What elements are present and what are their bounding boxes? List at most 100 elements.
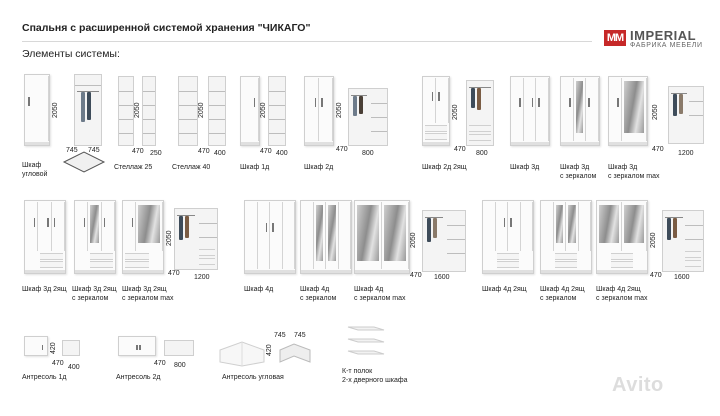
width-dim-2: 250 [150,150,162,157]
item-corner-wardrobe[interactable]: 2050 745 745 Шкаф угловой [22,74,107,184]
item-label-2: с зеркалом max [122,295,174,302]
divider [22,41,592,42]
item-label: Шкаф 2д 2ящ [422,164,467,171]
item-label: Стеллаж 40 [172,164,211,171]
item-label: Шкаф 4д [300,286,330,293]
item-wardrobe-3d-2drawers[interactable]: Шкаф 3д 2ящ [22,200,72,310]
item-label: Шкаф 3д [608,164,638,171]
item-label: Шкаф 3д [560,164,590,171]
wardrobe-2d2-front [422,76,450,146]
item-label-2: угловой [22,171,48,178]
brand-tagline: ФАБРИКА МЕБЕЛИ [630,42,703,49]
section-subtitle: Элементы системы: [22,48,120,60]
height-dim: 2050 [260,102,267,118]
item-label: К-т полок [342,368,373,375]
avito-watermark: Avito [612,374,664,396]
height-dim: 2050 [410,232,417,248]
item-label: Шкаф [22,162,42,169]
width-dim-2: 1600 [434,274,450,281]
width-dim-2: 800 [174,362,186,369]
item-wardrobe-3d[interactable]: Шкаф 3д [508,76,556,176]
wardrobe-2d-front [304,76,334,146]
item-label: Шкаф 3д [510,164,540,171]
item-wardrobe-3d-2drawers-mirror[interactable]: Шкаф 3д 2ящ с зеркалом [72,200,122,310]
page-title: Спальня с расширенной системой хранения … [22,22,311,34]
item-wardrobe-4d-2drawers[interactable]: Шкаф 4д 2ящ [482,200,538,300]
width-dim-2: 745 [88,147,100,154]
item-wardrobe-4d-2drawers-mirror-max[interactable]: 2050 470 1600 Шкаф 4д 2ящ с зеркалом max [596,200,712,310]
width-dim-1: 470 [260,148,272,155]
item-mezzanine-2d[interactable]: 470 800 Антресоль 2д [116,334,216,386]
item-label-2: с зеркалом max [354,295,406,302]
width-dim-1: 470 [650,272,662,279]
item-label: Шкаф 1д [240,164,270,171]
item-mezzanine-1d[interactable]: 420 470 400 Антресоль 1д [22,336,92,386]
mezzanine-corner-box-icon [219,341,265,367]
width-dim-2: 800 [476,150,488,157]
wardrobe-2d-interior [348,88,388,146]
item-shelf-25[interactable]: 2050 470 250 Стеллаж 25 [114,76,174,176]
width-dim-1: 470 [52,360,64,367]
height-dim: 2050 [52,102,59,118]
wardrobe-3d-max-interior [668,86,704,144]
item-label: Антресоль 2д [116,374,161,381]
wardrobe-4d-mirror-front [300,200,352,274]
mezzanine-1d-open [62,340,80,356]
shelf-40-side [208,76,226,146]
item-wardrobe-1d[interactable]: 2050 470 400 Шкаф 1д [238,76,294,176]
item-wardrobe-4d-mirror-max[interactable]: 2050 470 1600 Шкаф 4д с зеркалом max [354,200,474,310]
item-wardrobe-2d[interactable]: 2050 470 800 Шкаф 2д [302,76,414,176]
width-dim-2: 1200 [678,150,694,157]
mezzanine-2d-open [164,340,194,356]
wardrobe-4d2-front [482,200,534,274]
wardrobe-1d-front [240,76,260,146]
wardrobe-1d-interior [268,76,286,146]
height-dim: 420 [50,342,57,354]
item-label: Шкаф 4д 2ящ [540,286,585,293]
item-wardrobe-3d-mirror-max[interactable]: 2050 470 1200 Шкаф 3д с зеркалом max [608,76,710,186]
wardrobe-4d2-max-front [596,200,648,274]
item-mezzanine-corner[interactable]: 745 745 420 Антресоль угловая [218,330,318,386]
item-label: Стеллаж 25 [114,164,153,171]
wardrobe-4d-max-interior [422,210,466,272]
width-dim-1: 470 [168,270,180,277]
width-dim-1: 470 [336,146,348,153]
item-label-2: с зеркалом [72,295,109,302]
wardrobe-4d2-max-interior [662,210,704,272]
shelf-40-unit [178,76,198,146]
item-label: Антресоль 1д [22,374,67,381]
width-dim-2: 745 [294,332,306,339]
height-dim: 2050 [452,104,459,120]
item-shelf-40[interactable]: 2050 470 400 Стеллаж 40 [172,76,234,176]
wardrobe-3d-mirror-front [560,76,600,146]
corner-wardrobe-front [24,74,50,146]
height-dim: 2050 [336,102,343,118]
wardrobe-3d-max-front [608,76,648,146]
wardrobe-4d-front [244,200,296,274]
height-dim: 2050 [166,230,173,246]
item-wardrobe-3d-mirror[interactable]: Шкаф 3д с зеркалом [558,76,606,186]
width-dim-1: 745 [66,147,78,154]
item-label: Шкаф 4д 2ящ [596,286,641,293]
item-shelf-kit[interactable]: К-т полок 2-х дверного шкафа [342,324,432,388]
item-wardrobe-4d[interactable]: Шкаф 4д [244,200,300,300]
width-dim-1: 470 [410,272,422,279]
width-dim-2: 400 [276,150,288,157]
shelf-25-side [142,76,156,146]
item-label: Шкаф 4д [354,286,384,293]
item-label-2: с зеркалом [560,173,597,180]
item-wardrobe-4d-2drawers-mirror[interactable]: Шкаф 4д 2ящ с зеркалом [540,200,596,310]
item-wardrobe-3d-2drawers-mirror-max[interactable]: 2050 470 1200 Шкаф 3д 2ящ с зеркалом max [122,200,226,310]
mezzanine-corner-open-icon [279,343,311,363]
wardrobe-4d2-mirror-front [540,200,592,274]
item-label-2: с зеркалом [300,295,337,302]
width-dim-1: 470 [154,360,166,367]
item-label: Шкаф 3д 2ящ [22,286,67,293]
item-wardrobe-4d-mirror[interactable]: Шкаф 4д с зеркалом [300,200,356,310]
corner-wardrobe-interior [74,74,102,146]
corner-footprint-icon [62,151,106,173]
item-wardrobe-2d-2drawers[interactable]: 2050 470 800 Шкаф 2д 2ящ [420,76,500,176]
wardrobe-3d2-mirror-front [74,200,116,274]
mezzanine-1d-box [24,336,48,356]
height-dim: 2050 [134,102,141,118]
